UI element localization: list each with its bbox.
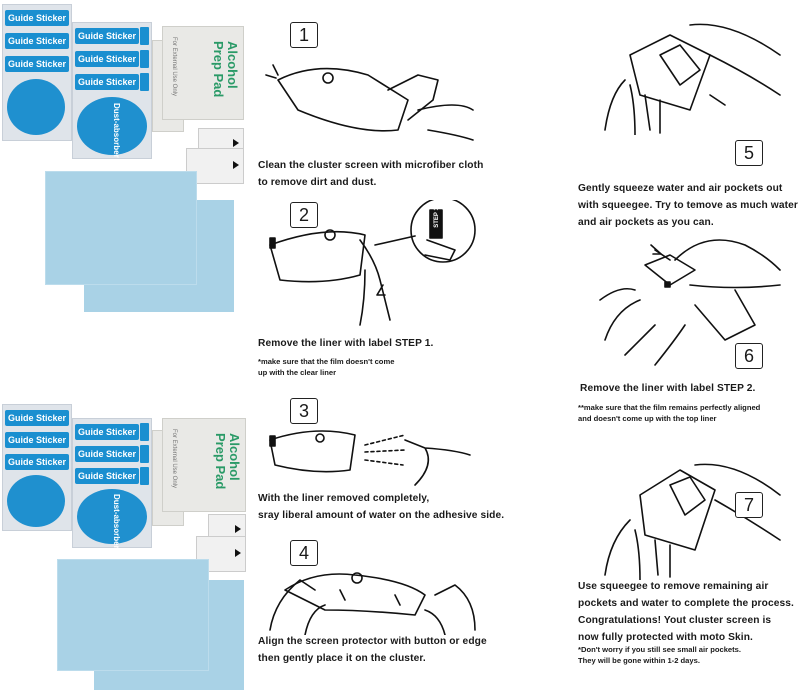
sticker-tab (140, 423, 149, 441)
microfiber-cloth (46, 172, 196, 284)
guide-sticker: Guide Sticker (5, 454, 70, 470)
guide-sticker: Guide Sticker (5, 410, 70, 426)
step-1-illustration (265, 64, 474, 141)
sticker-tab (140, 445, 149, 463)
step-7-note: *Don't worry if you still see small air … (578, 645, 742, 665)
dust-absorber: Dust-absorber (77, 489, 147, 549)
step-3-text: With the liner removed completely,sray l… (258, 493, 505, 521)
sticker-tab (140, 50, 149, 68)
step-2-callout-label: STEP 1 (433, 207, 440, 228)
guide-sticker: Guide Sticker (75, 28, 140, 44)
step-number-5: 5 (735, 140, 763, 166)
dust-absorber: Dust-absorber (77, 97, 147, 158)
step-2-illustration (269, 200, 476, 326)
pad-external-text: For External Use Only (171, 429, 177, 489)
dust-absorber (7, 475, 65, 527)
step-5-text: Gently squeeze water and air pockets out… (578, 183, 798, 228)
step-5-illustration (604, 23, 781, 135)
guide-sticker: Guide Sticker (75, 74, 140, 90)
kit-photo-top: Guide Sticker Guide Sticker Guide Sticke… (0, 0, 250, 320)
guide-sticker: Guide Sticker (75, 468, 140, 484)
dust-absorber (7, 79, 65, 135)
step-6-illustration (599, 239, 781, 366)
step-2-text: Remove the liner with label STEP 1. (258, 338, 434, 349)
step-7-illustration (604, 463, 781, 580)
step-number-6: 6 (735, 343, 763, 369)
sticker-tab (140, 467, 149, 485)
step-number-3: 3 (290, 398, 318, 424)
sticker-sheet: Guide Sticker Guide Sticker Guide Sticke… (2, 4, 72, 141)
pad-external-text: For External Use Only (171, 37, 177, 97)
sticker-sheet: Guide Sticker Guide Sticker Guide Sticke… (2, 404, 72, 531)
guide-sticker: Guide Sticker (75, 51, 140, 67)
kit-photo-bottom: Guide Sticker Guide Sticker Guide Sticke… (0, 400, 250, 695)
guide-sticker: Guide Sticker (5, 33, 70, 49)
step-4-illustration (269, 572, 476, 635)
microfiber-cloth (58, 560, 208, 670)
step-6-text: Remove the liner with label STEP 2. (580, 383, 756, 394)
guide-sticker: Guide Sticker (5, 10, 70, 26)
step-6-note: **make sure that the film remains perfec… (578, 403, 761, 423)
step-number-4: 4 (290, 540, 318, 566)
guide-sticker: Guide Sticker (5, 56, 70, 72)
guide-sticker: Guide Sticker (5, 432, 70, 448)
step-number-1: 1 (290, 22, 318, 48)
step-number-7: 7 (735, 492, 763, 518)
guide-sticker: Guide Sticker (75, 424, 140, 440)
sticker-sheet: Guide Sticker Guide Sticker Guide Sticke… (72, 418, 152, 549)
sticker-tab (140, 27, 149, 45)
sticker-sheet: Guide Sticker Guide Sticker Guide Sticke… (72, 22, 152, 159)
guide-sticker: Guide Sticker (75, 446, 140, 462)
sticker-tab (140, 73, 149, 91)
step-3-illustration (269, 430, 471, 486)
step-4-text: Align the screen protector with button o… (258, 636, 487, 664)
step-number-2: 2 (290, 202, 318, 228)
step-1-text: Clean the cluster screen with microfiber… (258, 160, 484, 188)
